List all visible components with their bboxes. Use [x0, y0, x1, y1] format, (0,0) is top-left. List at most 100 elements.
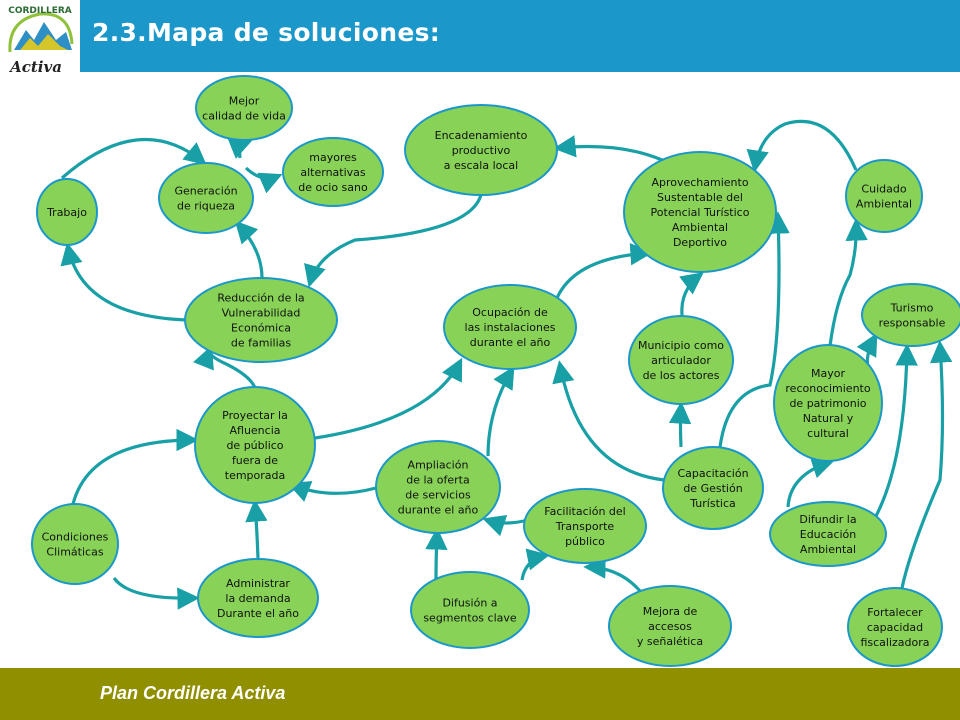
node-proyectar-afluencia-label-line: temporada [225, 469, 286, 482]
edge-fortalecer-capacidad-to-turismo-responsable [900, 340, 953, 589]
node-mayores-alternativas-label-line: alternativas [300, 166, 366, 179]
node-difundir-educacion-label-line: Difundir la [799, 513, 856, 526]
node-municipio: Municipio como articulador de los actores [628, 315, 734, 405]
node-facilitacion-transporte-label-line: Facilitación del [544, 505, 625, 518]
node-capacitacion-label-line: Turística [689, 497, 736, 510]
edge-proyectar-afluencia-to-reduccion-vulnerabilidad [193, 345, 257, 389]
footer-text: Plan Cordillera Activa [100, 683, 286, 703]
node-turismo-responsable-label-line: responsable [879, 317, 946, 330]
node-encadenamiento-label-line: a escala local [444, 159, 518, 172]
edge-cuidado-ambiental-to-aprovechamiento [746, 119, 858, 173]
node-reduccion-vulnerabilidad-label-line: Vulnerabilidad [222, 307, 301, 320]
edge-aprovechamiento-to-encadenamiento [553, 135, 663, 162]
node-proyectar-afluencia: Proyectar la Afluencia de público fuera de t… [194, 386, 316, 504]
node-fortalecer-capacidad-label-line: Fortalecer [867, 606, 923, 619]
node-encadenamiento: Encadenamiento productivo a escala local [404, 104, 558, 196]
node-reduccion-vulnerabilidad-label-line: Económica [231, 322, 291, 335]
edge-mejora-accesos-to-facilitacion-transporte [583, 556, 642, 593]
edge-reduccion-vulnerabilidad-to-trabajo [60, 242, 187, 322]
edge-condiciones-climaticas-to-administrar-demanda [112, 576, 200, 610]
node-facilitacion-transporte-label-line: Transporte [555, 520, 615, 533]
node-municipio-label-line: articulador [651, 354, 711, 367]
node-aprovechamiento-label-line: Ambiental [672, 221, 728, 234]
node-generacion-riqueza-label-line: de riqueza [177, 200, 235, 213]
node-mayores-alternativas-label-line: mayores [309, 151, 357, 164]
node-proyectar-afluencia-label-line: Afluencia [229, 424, 280, 437]
node-turismo-responsable-shape [861, 283, 960, 347]
node-ampliacion-oferta-label-line: Ampliación [408, 459, 469, 472]
node-reduccion-vulnerabilidad-label-line: Reducción de la [217, 292, 304, 305]
node-mayor-reconocimiento-label-line: reconocimiento [785, 382, 870, 395]
node-mayores-alternativas: mayores alternativas de ocio sano [282, 137, 384, 207]
node-administrar-demanda-label-line: Administrar [226, 577, 290, 590]
node-ocupacion-instalaciones: Ocupación de las instalaciones durante el … [443, 284, 577, 370]
node-mejora-accesos-label-line: y señalética [637, 635, 703, 648]
node-mayor-reconocimiento-label-line: Mayor [811, 367, 845, 380]
edge-proyectar-afluencia-to-ocupacion-instalaciones [314, 357, 463, 440]
node-ocupacion-instalaciones-label-line: Ocupación de [472, 306, 548, 319]
node-condiciones-climaticas-label-line: Climáticas [46, 546, 103, 559]
edge-generacion-riqueza-to-mejor-calidad [227, 138, 253, 159]
node-mejora-accesos-label-line: accesos [648, 620, 692, 633]
node-administrar-demanda-shape [197, 558, 319, 638]
edge-encadenamiento-to-reduccion-vulnerabilidad [304, 194, 483, 288]
node-ocupacion-instalaciones-label-line: durante el año [470, 336, 551, 349]
edge-difusion-segmentos-to-facilitacion-transporte [520, 548, 550, 581]
node-ampliacion-oferta-label-line: de la oferta [406, 474, 470, 487]
edge-condiciones-climaticas-to-proyectar-afluencia [71, 428, 199, 505]
node-municipio-label-line: de los actores [643, 369, 720, 382]
node-generacion-riqueza-label-line: Generación [174, 185, 237, 198]
node-mejora-accesos-label-line: Mejora de [643, 605, 698, 618]
node-reduccion-vulnerabilidad-label-line: de familias [231, 337, 291, 350]
node-aprovechamiento-label-line: Aprovechamiento [651, 176, 748, 189]
node-trabajo: Trabajo [36, 178, 98, 246]
node-ocupacion-instalaciones-label-line: las instalaciones [465, 321, 556, 334]
node-difusion-segmentos-shape [410, 571, 530, 649]
node-fortalecer-capacidad-label-line: fiscalizadora [860, 636, 929, 649]
node-facilitacion-transporte-label-line: público [565, 535, 605, 548]
node-administrar-demanda-label-line: la demanda [225, 592, 290, 605]
node-mayores-alternativas-label-line: de ocio sano [298, 181, 368, 194]
node-proyectar-afluencia-label-line: de público [226, 439, 283, 452]
edge-difundir-educacion-to-mayor-reconocimiento [786, 456, 835, 508]
cordillera-activa-logo: CORDILLERA Activa [0, 0, 80, 80]
node-encadenamiento-label-line: productivo [452, 144, 511, 157]
edge-reduccion-vulnerabilidad-to-generacion-riqueza [234, 220, 264, 279]
node-encadenamiento-label-line: Encadenamiento [435, 129, 528, 142]
node-capacitacion-shape [662, 446, 764, 530]
logo-wordmark-top: CORDILLERA [8, 6, 72, 16]
edge-difundir-educacion-to-turismo-responsable [874, 343, 918, 517]
node-mejora-accesos-shape [608, 585, 732, 667]
node-ampliacion-oferta-label-line: durante el año [398, 504, 479, 517]
edge-municipio-to-aprovechamiento [679, 272, 704, 317]
node-mejora-accesos: Mejora de accesos y señalética [608, 585, 732, 667]
node-mayor-reconocimiento-label-line: cultural [807, 427, 849, 440]
edge-ampliacion-oferta-to-ocupacion-instalaciones [486, 365, 515, 457]
node-generacion-riqueza: Generación de riqueza [158, 162, 254, 234]
page-title: 2.3.Mapa de soluciones: [92, 18, 441, 47]
edge-trabajo-to-generacion-riqueza [60, 137, 207, 180]
node-difundir-educacion-label-line: Educación [800, 528, 857, 541]
node-trabajo-label-line: Trabajo [46, 206, 87, 219]
node-aprovechamiento-label-line: Sustentable del [657, 191, 743, 204]
node-fortalecer-capacidad-shape [847, 587, 943, 667]
node-proyectar-afluencia-label-line: Proyectar la [222, 409, 288, 422]
node-difundir-educacion-shape [769, 501, 887, 567]
logo-wordmark-bottom: Activa [8, 58, 62, 76]
node-difundir-educacion-label-line: Ambiental [800, 543, 856, 556]
node-proyectar-afluencia-label-line: fuera de [232, 454, 278, 467]
node-municipio-label-line: Municipio como [638, 339, 724, 352]
